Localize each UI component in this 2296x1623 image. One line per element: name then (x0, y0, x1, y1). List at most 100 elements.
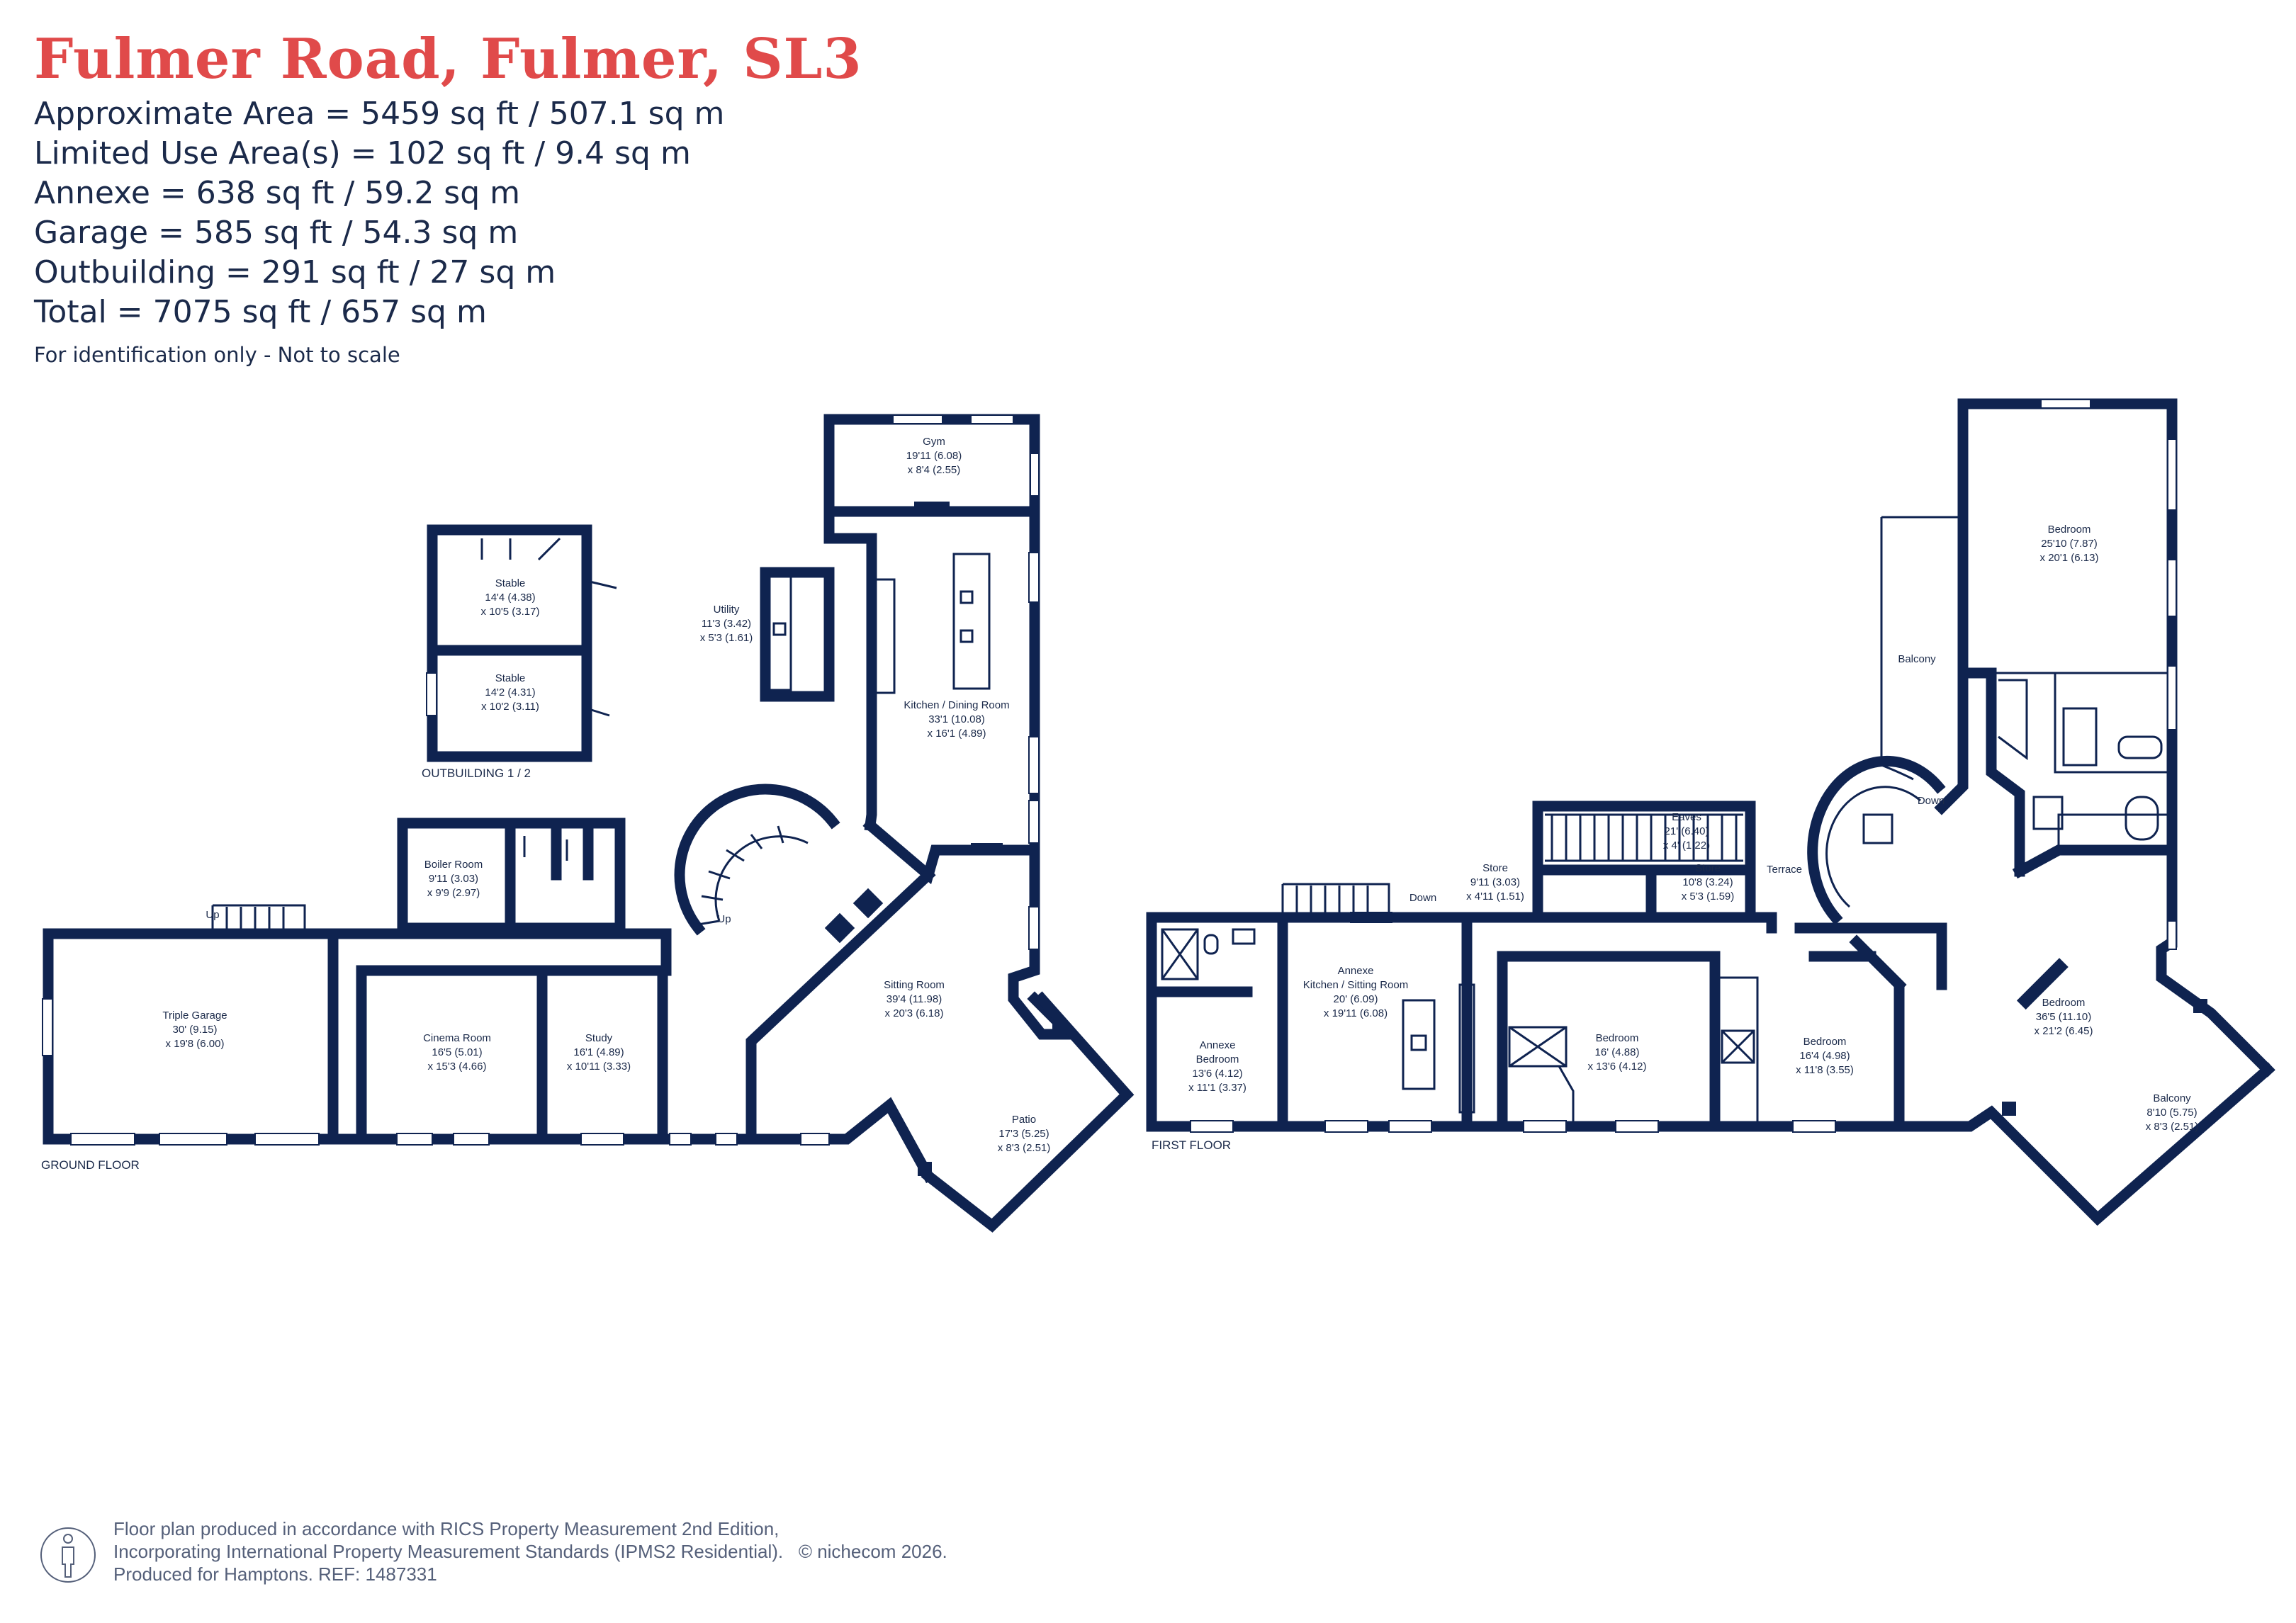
svg-text:16' (4.88): 16' (4.88) (1595, 1046, 1640, 1058)
footer-line-2: Incorporating International Property Mea… (113, 1541, 947, 1562)
svg-text:x 8'3 (2.51): x 8'3 (2.51) (2146, 1121, 2199, 1133)
utility-walls (760, 567, 835, 702)
store-label-1: Store (1482, 862, 1508, 874)
store-label-2: Store (1695, 862, 1721, 874)
svg-text:16'1 (4.89): 16'1 (4.89) (573, 1046, 624, 1058)
stair-up-label-1: Up (206, 909, 219, 921)
area-garage: Garage = 585 sq ft / 54.3 sq m (34, 215, 519, 251)
svg-text:25'10 (7.87): 25'10 (7.87) (2041, 538, 2098, 550)
balcony-label-2: Balcony (2153, 1092, 2191, 1104)
svg-text:x 11'8 (3.55): x 11'8 (3.55) (1796, 1064, 1854, 1076)
area-limited-use: Limited Use Area(s) = 102 sq ft / 9.4 sq… (34, 135, 691, 171)
stable-2-label: Stable (495, 672, 526, 684)
first-floor-labels: Bedroom 25'10 (7.87) x 20'1 (6.13) Balco… (1152, 524, 2198, 1152)
footer-line-1: Floor plan produced in accordance with R… (113, 1518, 780, 1539)
copyright: © nichecom 2026. (798, 1541, 947, 1562)
svg-text:16'5 (5.01): 16'5 (5.01) (432, 1046, 482, 1058)
area-approximate: Approximate Area = 5459 sq ft / 507.1 sq… (34, 96, 725, 132)
curved-stair-wall (674, 784, 840, 936)
outbuilding-label: OUTBUILDING 1 / 2 (422, 767, 531, 780)
svg-text:36'5 (11.10): 36'5 (11.10) (2036, 1011, 2091, 1023)
svg-text:x 10'5 (3.17): x 10'5 (3.17) (481, 606, 540, 618)
bedroom-4-label: Bedroom (2042, 997, 2086, 1009)
svg-text:14'2 (4.31): 14'2 (4.31) (485, 686, 535, 699)
gym-label: Gym (923, 436, 945, 448)
eaves-label: Eaves (1672, 811, 1701, 823)
svg-text:x 11'1 (3.37): x 11'1 (3.37) (1188, 1082, 1247, 1094)
patio-label: Patio (1012, 1114, 1036, 1126)
kitchen-west-wall (823, 506, 877, 832)
svg-text:14'4 (4.38): 14'4 (4.38) (485, 592, 535, 604)
main-bedroom-label: Bedroom (2048, 524, 2091, 536)
svg-text:x 4'11 (1.51): x 4'11 (1.51) (1466, 890, 1524, 903)
page-title: Fulmer Road, Fulmer, SL3 (34, 27, 862, 91)
balcony-label-1: Balcony (1898, 653, 1936, 665)
sitting-room-label: Sitting Room (884, 979, 945, 991)
svg-text:Bedroom: Bedroom (1196, 1053, 1239, 1065)
bedroom-3-label: Bedroom (1803, 1036, 1847, 1048)
svg-text:10'8 (3.24): 10'8 (3.24) (1682, 876, 1733, 888)
triple-garage-walls (43, 928, 339, 1145)
stair-down-label-1: Down (1409, 892, 1436, 904)
svg-text:x 20'3 (6.18): x 20'3 (6.18) (885, 1007, 944, 1019)
svg-text:x 10'11 (3.33): x 10'11 (3.33) (567, 1061, 631, 1073)
footer-line-3: Produced for Hamptons. REF: 1487331 (113, 1563, 437, 1585)
annexe-bedroom-label: Annexe (1200, 1039, 1236, 1051)
svg-text:x 16'1 (4.89): x 16'1 (4.89) (928, 728, 986, 740)
first-floor-plan (1146, 398, 2275, 1226)
stable-1-label: Stable (495, 577, 526, 589)
footer-disclaimer: Floor plan produced in accordance with R… (113, 1517, 947, 1585)
cinema-room-label: Cinema Room (423, 1032, 491, 1044)
svg-text:11'3 (3.42): 11'3 (3.42) (702, 618, 751, 630)
sitting-room-walls (862, 818, 1084, 1040)
stair-down-label-2: Down (1918, 795, 1945, 807)
svg-text:x 15'3 (4.66): x 15'3 (4.66) (428, 1061, 487, 1073)
person-icon (40, 1527, 96, 1583)
boiler-room-label: Boiler Room (424, 859, 483, 871)
kitchen-island (952, 553, 991, 690)
svg-text:x 21'2 (6.45): x 21'2 (6.45) (2035, 1025, 2093, 1037)
svg-text:x 20'1 (6.13): x 20'1 (6.13) (2040, 552, 2099, 564)
ground-floor-labels: Gym 19'11 (6.08) x 8'4 (2.55) Stable 14'… (41, 436, 1050, 1172)
area-outbuilding: Outbuilding = 291 sq ft / 27 sq m (34, 254, 556, 290)
svg-text:x 13'6 (4.12): x 13'6 (4.12) (1588, 1061, 1647, 1073)
area-total: Total = 7075 sq ft / 657 sq m (34, 294, 487, 330)
svg-text:20' (6.09): 20' (6.09) (1334, 993, 1378, 1005)
svg-text:x 19'8 (6.00): x 19'8 (6.00) (166, 1038, 225, 1050)
bedroom-2-label: Bedroom (1596, 1032, 1639, 1044)
utility-label: Utility (714, 604, 740, 616)
first-floor-curved-stair (1807, 755, 1946, 925)
svg-text:13'6 (4.12): 13'6 (4.12) (1192, 1068, 1242, 1080)
terrace-label: Terrace (1767, 864, 1802, 876)
kitchen-dining-label: Kitchen / Dining Room (904, 699, 1009, 711)
svg-text:x 9'9 (2.97): x 9'9 (2.97) (427, 887, 480, 899)
svg-text:x 10'2 (3.11): x 10'2 (3.11) (481, 701, 539, 713)
svg-text:x 19'11 (6.08): x 19'11 (6.08) (1324, 1007, 1388, 1019)
svg-text:x 5'3 (1.61): x 5'3 (1.61) (700, 632, 753, 644)
svg-text:17'3 (5.25): 17'3 (5.25) (998, 1128, 1049, 1140)
svg-text:x 8'4 (2.55): x 8'4 (2.55) (908, 464, 961, 476)
annexe-kitchen-label: Annexe (1338, 965, 1374, 977)
stair-up-label-2: Up (717, 913, 731, 925)
svg-text:9'11 (3.03): 9'11 (3.03) (429, 873, 478, 885)
balcony-outline (1880, 516, 1963, 781)
svg-text:8'10 (5.75): 8'10 (5.75) (2146, 1107, 2197, 1119)
svg-text:x 8'3 (2.51): x 8'3 (2.51) (998, 1142, 1051, 1154)
svg-text:16'4 (4.98): 16'4 (4.98) (1799, 1050, 1850, 1062)
triple-garage-label: Triple Garage (162, 1010, 227, 1022)
eaves-walls (1532, 801, 1756, 876)
svg-text:9'11 (3.03): 9'11 (3.03) (1470, 876, 1520, 888)
svg-text:21' (6.40): 21' (6.40) (1665, 825, 1709, 837)
first-floor-label: FIRST FLOOR (1152, 1138, 1231, 1152)
ground-floor-label: GROUND FLOOR (41, 1158, 140, 1172)
ground-floor-plan (42, 414, 1135, 1233)
svg-text:x 4' (1.22): x 4' (1.22) (1663, 839, 1710, 852)
svg-text:33'1 (10.08): 33'1 (10.08) (928, 713, 985, 725)
svg-text:x 5'3 (1.59): x 5'3 (1.59) (1682, 890, 1735, 903)
patio-outline (921, 991, 1135, 1233)
scale-note: For identification only - Not to scale (34, 343, 400, 367)
area-annexe: Annexe = 638 sq ft / 59.2 sq m (34, 175, 520, 211)
svg-text:39'4 (11.98): 39'4 (11.98) (887, 993, 942, 1005)
study-label: Study (585, 1032, 613, 1044)
